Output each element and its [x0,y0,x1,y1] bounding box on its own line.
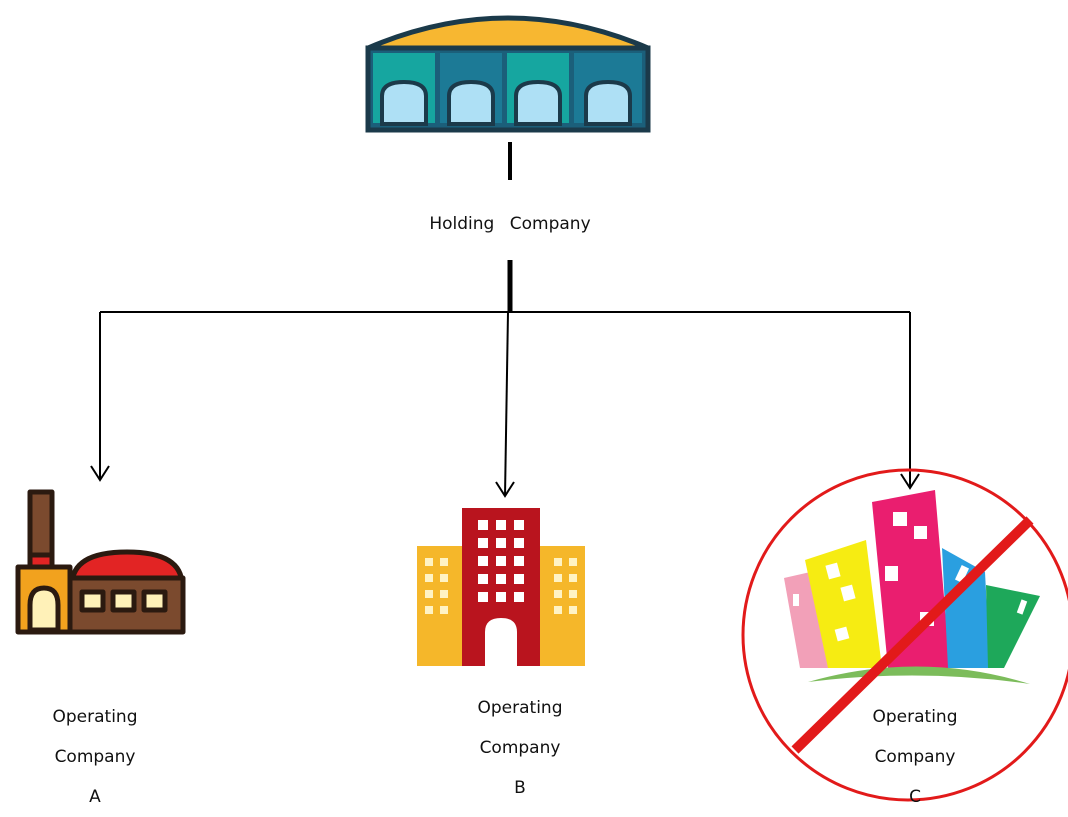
holding-company-name: Holding Company [429,214,591,234]
label-line-3: C [909,787,921,807]
arrowhead-c-icon [900,473,920,490]
office-towers-icon [417,508,585,666]
operating-company-c-label: Operating Company C [850,697,980,817]
operating-company-b-label: Operating Company B [455,688,585,808]
arrowheads [90,465,920,498]
label-line-3: A [89,787,101,807]
label-line-1: Operating [52,707,138,727]
label-line-3: B [514,778,526,798]
operating-company-a-label: Operating Company A [30,697,160,817]
arrowhead-a-icon [90,465,110,482]
label-line-2: Company [54,747,136,767]
holding-building-icon [365,15,651,133]
connector-b [504,311,509,497]
colorful-city-icon [784,490,1040,684]
factory-icon [15,489,186,635]
label-line-2: Company [479,738,561,758]
connector-lines [99,142,911,497]
holding-company-label: Holding Company [390,204,630,244]
label-line-1: Operating [872,707,958,727]
prohibited-sign-icon [741,468,1068,802]
label-line-2: Company [874,747,956,767]
arrowhead-b-icon [495,481,515,498]
label-line-1: Operating [477,698,563,718]
